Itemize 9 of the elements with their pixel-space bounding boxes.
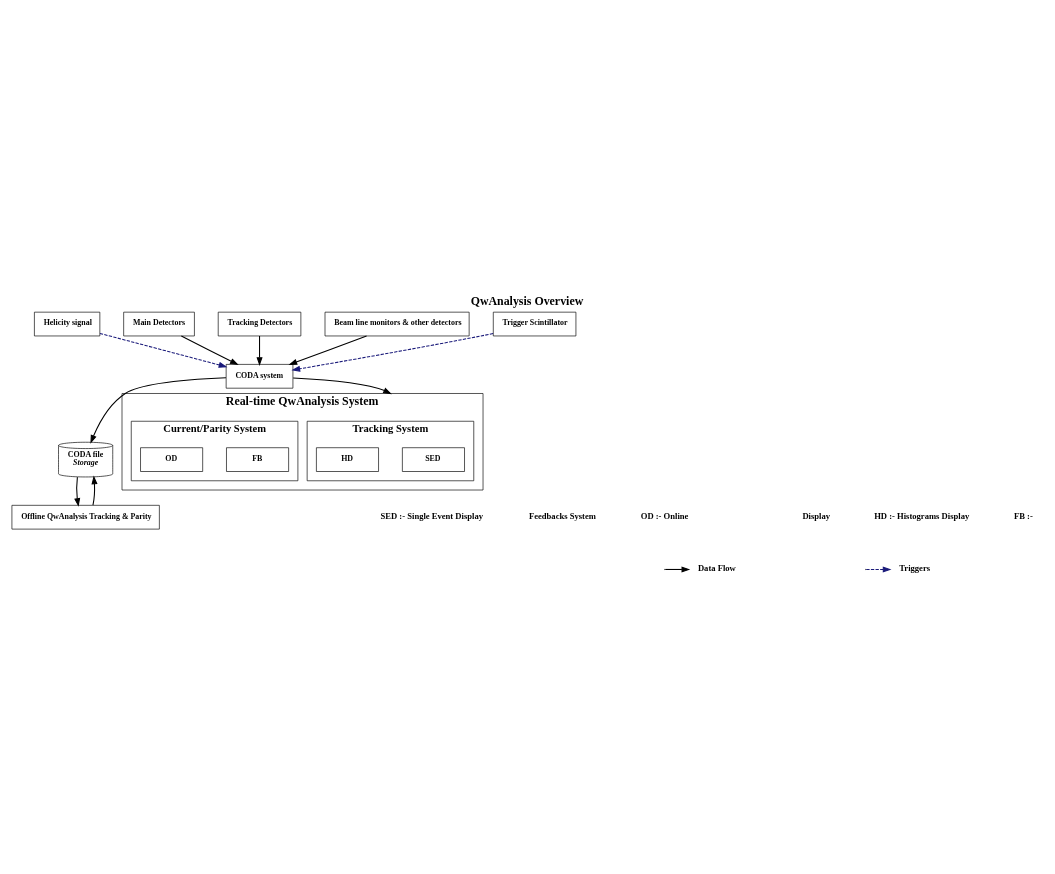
label: OD :- Online xyxy=(640,510,689,521)
label: Feedbacks System xyxy=(528,510,596,521)
label: FB :- xyxy=(1013,510,1033,521)
diagram-title: QwAnalysis Overview xyxy=(470,293,584,308)
label: SED :- Single Event Display xyxy=(380,510,484,521)
label: Display xyxy=(802,510,831,521)
label: HD :- Histograms Display xyxy=(874,510,970,521)
legend-label: Data Flow xyxy=(697,562,736,573)
legend-label: Triggers xyxy=(899,562,931,573)
